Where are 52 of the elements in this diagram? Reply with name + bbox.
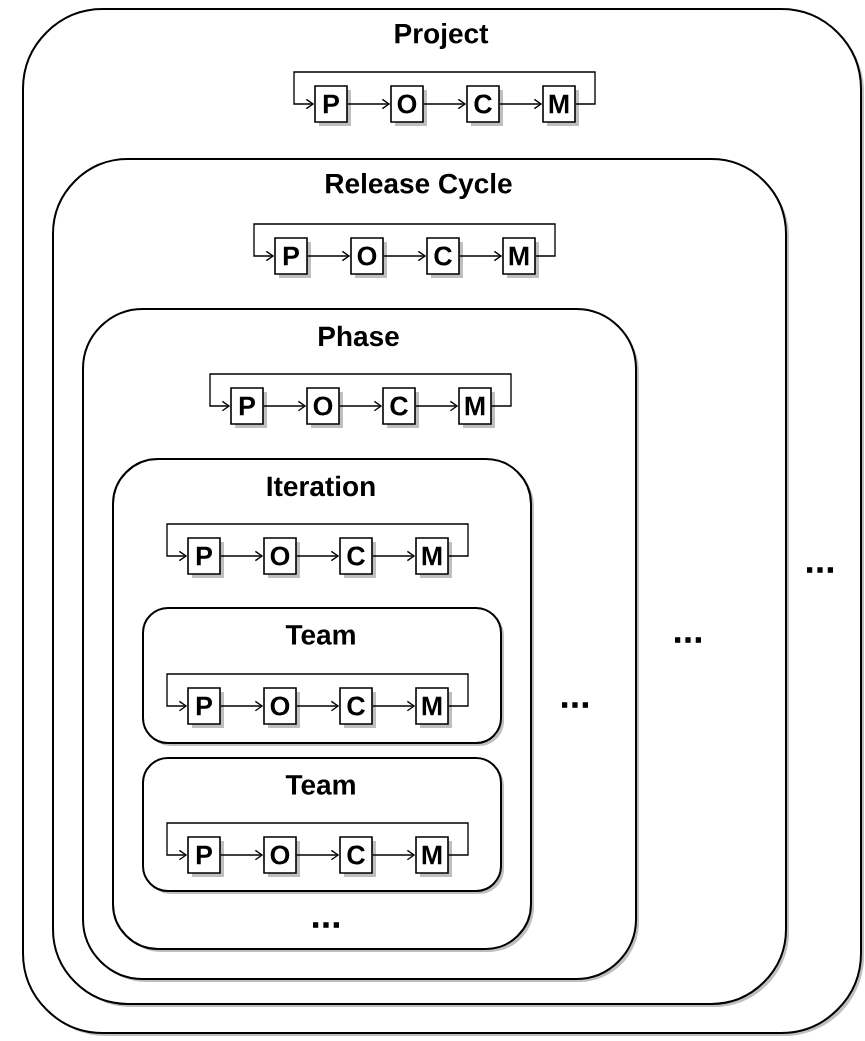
process-box: M: [458, 387, 495, 428]
arrow: [423, 98, 467, 110]
arrow: [372, 700, 416, 712]
arrow: [293, 71, 596, 110]
arrow: [347, 98, 391, 110]
process-box: P: [314, 85, 351, 126]
ellipsis: ...: [562, 702, 588, 708]
process-box: M: [415, 836, 452, 877]
ellipsis: ...: [312, 922, 339, 928]
arrow: [296, 849, 340, 861]
process-box: C: [426, 237, 463, 278]
arrow: [499, 98, 543, 110]
process-box: C: [382, 387, 419, 428]
process-box: P: [187, 836, 224, 877]
process-box: C: [466, 85, 503, 126]
arrow: [253, 223, 556, 262]
process-box: P: [274, 237, 311, 278]
process-box: M: [502, 237, 539, 278]
arrow: [166, 673, 469, 712]
process-box: M: [542, 85, 579, 126]
ellipsis: ...: [807, 567, 833, 573]
arrow: [166, 822, 469, 861]
process-box: O: [306, 387, 343, 428]
arrow: [263, 400, 307, 412]
arrow: [296, 700, 340, 712]
process-box: O: [263, 687, 300, 728]
ellipsis: ...: [675, 637, 701, 643]
process-box: C: [339, 537, 376, 578]
arrow: [166, 523, 469, 562]
process-box: C: [339, 836, 376, 877]
arrow: [209, 373, 512, 412]
process-box: O: [390, 85, 427, 126]
process-box: P: [187, 537, 224, 578]
arrow: [296, 550, 340, 562]
arrow: [372, 849, 416, 861]
arrow: [372, 550, 416, 562]
arrow: [339, 400, 383, 412]
process-box: O: [263, 836, 300, 877]
arrow: [459, 250, 503, 262]
process-box: O: [263, 537, 300, 578]
arrow: [307, 250, 351, 262]
arrow: [415, 400, 459, 412]
process-box: P: [230, 387, 267, 428]
process-box: M: [415, 537, 452, 578]
process-box: P: [187, 687, 224, 728]
process-box: C: [339, 687, 376, 728]
process-box: O: [350, 237, 387, 278]
arrow: [220, 849, 264, 861]
process-box: M: [415, 687, 452, 728]
arrow: [383, 250, 427, 262]
arrow: [220, 550, 264, 562]
arrow: [220, 700, 264, 712]
